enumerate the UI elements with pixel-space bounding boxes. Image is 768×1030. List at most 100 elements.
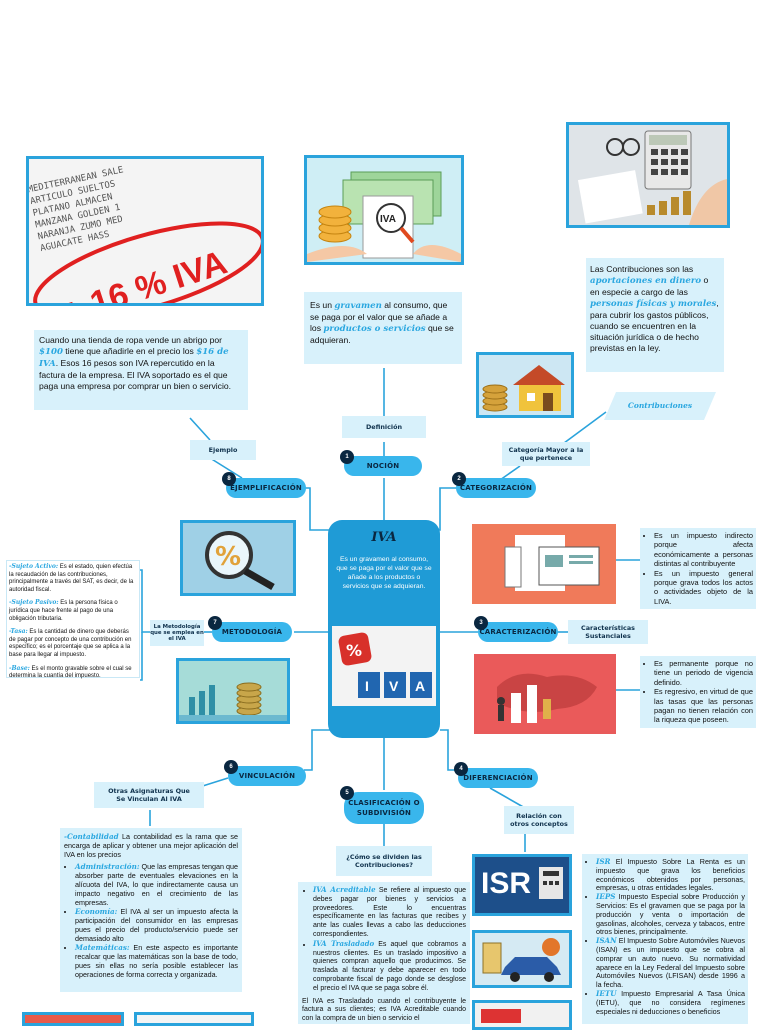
label-otras-asignaturas: Otras Asignaturas Que Se Vinculan Al IVA [94,782,204,808]
label-categoria: Categoría Mayor a la que pertenece [502,442,590,466]
vinculacion-term: Economía: [75,907,118,916]
relacion-item: IEPS Impuesto Especial sobre Producción … [596,892,745,937]
contributions-highlight: personas físicas y morales [590,299,717,309]
relacion-box: ISR El Impuesto Sobre La Renta es un imp… [582,854,748,1024]
relacion-term: ISAN [596,936,617,946]
example-box: Cuando una tienda de ropa vende un abrig… [34,330,248,410]
map-illustration [477,657,613,731]
pill-categorizacion: CATEGORIZACIÓN [456,478,536,498]
metodologia-text: Es el monto gravable sobre el cual se de… [9,665,132,680]
caracteristica-item: Es permanente porque no tiene un periodo… [654,659,753,687]
center-image: % I V A [332,626,436,706]
example-highlight: $16 de IVA [39,347,229,369]
pill-ejemplificacion-label: EJEMPLIFICACIÓN [230,484,302,492]
metodologia-text: Es el estado, quien efectúa la recaudaci… [9,564,134,593]
vinculacion-term: Administración: [75,862,140,871]
relacion-term: IEPS [596,892,616,902]
bottom-right-illustration [475,1003,569,1027]
iva-letter-v: V [389,678,399,694]
pill-vinculacion: VINCULACIÓN [228,766,306,786]
metodologia-term: -Base: [9,664,30,672]
pill-number-1: 1 [340,450,354,464]
car-illustration [475,933,569,985]
pill-vinculacion-label: VINCULACIÓN [238,772,296,780]
coins-chart-image [176,658,290,724]
money-image: IVA [304,155,464,265]
metodologia-item: -Sujeto Activo: Es el estado, quien efec… [9,563,137,594]
clasificacion-footer: El IVA es Trasladado cuando el contribuy… [302,997,466,1023]
relacion-term: ISR [596,857,611,866]
pill-nocion: NOCIÓN [344,456,422,476]
vinculacion-text: Que las empresas tengan que absorber par… [75,862,238,907]
contributions-label-shape [604,392,716,420]
caracteristica-item: Es regresivo, en virtud de que las tasas… [654,687,753,725]
isr-image: ISR [472,854,572,916]
metodologia-text: Es la cantidad de dinero que deberás de … [9,629,132,658]
contributions-text: Las Contribuciones son las [590,264,694,274]
vinculacion-intro: -Contabilidad La contabilidad es la rama… [64,832,238,859]
pill-caracterizacion-label: CARACTERIZACIÓN [479,628,557,636]
map-image [474,654,616,734]
example-text: Cuando una tienda de ropa vende un abrig… [39,335,222,345]
calculator-image [566,122,730,228]
center-title: IVA [371,530,397,545]
definition-text: Es un [310,300,335,310]
vinculacion-term: Matemáticas: [75,943,130,952]
clasificacion-item: IVA Acreditable Se refiere al impuesto q… [313,885,466,940]
contributions-label-text: Contribuciones [627,401,693,410]
metodologia-term: -Tasa: [9,628,28,636]
pill-number-4: 4 [454,762,468,776]
coins-chart-illustration [179,661,287,721]
relacion-text: Impuesto Especial sobre Producción y Ser… [596,892,745,937]
documents-illustration [475,527,613,601]
definition-text: al consumo, que se paga por el valor que… [310,300,448,333]
isr-illustration: ISR [475,857,569,913]
calculator-illustration [569,125,727,225]
vinculacion-text: En este aspecto es importante recalcar q… [75,943,238,979]
receipt-illustration: MEDITERRANEAN SALE ARTICULO SUELTOS PLAT… [29,159,261,303]
center-card: IVA Es un gravamen al consumo, que se pa… [328,520,440,738]
magnifier-illustration: % [183,523,293,593]
isr-text: ISR [481,867,531,900]
car-image [472,930,572,988]
pill-caracterizacion: CARACTERIZACIÓN [478,622,558,642]
caracteristicas-list-2: Es permanente porque no tiene un periodo… [640,656,756,728]
clasificacion-text: Es aquel que cobramos a nuestros cliente… [313,940,466,992]
vinculacion-text: La contabilidad es la rama que se encarg… [64,832,238,859]
contributions-box: Las Contribuciones son las aportaciones … [586,258,724,372]
pill-diferenciacion-label: DIFERENCIACIÓN [463,774,533,782]
center-iva-illustration: % I V A [332,626,436,706]
label-como-se-dividen: ¿Cómo se dividen las Contribuciones? [336,846,432,876]
vinculacion-item: Administración: Que las empresas tengan … [75,862,238,907]
pill-categorizacion-label: CATEGORIZACIÓN [459,484,533,492]
magnifier-percent: % [215,542,241,572]
house-image [476,352,574,418]
center-description: Es un gravamen al consumo, que se paga p… [336,556,432,590]
example-text: tiene que añadirle en el precio los [62,346,197,356]
pill-number-3: 3 [474,616,488,630]
pill-ejemplificacion: EJEMPLIFICACIÓN [226,478,306,498]
vinculacion-item: Matemáticas: En este aspecto es importan… [75,943,238,979]
vinculacion-box: -Contabilidad La contabilidad es la rama… [60,828,242,992]
label-definicion: Definición [342,416,426,438]
metodologia-text: Es la persona física o jurídica que hace… [9,600,118,622]
receipt-image: MEDITERRANEAN SALE ARTICULO SUELTOS PLAT… [26,156,264,306]
label-ejemplo: Ejemplo [190,440,256,460]
vinculacion-text: El IVA al ser un impuesto afecta la part… [75,907,238,943]
pill-clasificacion-label: CLASIFICACIÓN O SUBDIVISIÓN [348,799,420,817]
documents-image [472,524,616,604]
house-illustration [479,355,571,415]
clasificacion-box: IVA Acreditable Se refiere al impuesto q… [298,882,470,1024]
relacion-text: El Impuesto Sobre Automóviles Nuevos (IS… [596,936,745,990]
definition-text: que se adquieran. [310,323,454,345]
contributions-label: Contribuciones [604,392,716,420]
definition-box: Es un gravamen al consumo, que se paga p… [304,292,462,364]
pill-metodologia: METODOLOGÍA [212,622,292,642]
contributions-text: o en especie a cargo de las [590,275,709,297]
pill-number-6: 6 [224,760,238,774]
metodologia-box: -Sujeto Activo: Es el estado, quien efec… [6,560,140,680]
clasificacion-term: IVA Acreditable [313,885,376,894]
definition-highlight: productos o servicios [323,324,426,334]
label-relacion: Relación con otros conceptos [504,806,574,834]
metodologia-term: -Sujeto Activo: [9,563,59,570]
